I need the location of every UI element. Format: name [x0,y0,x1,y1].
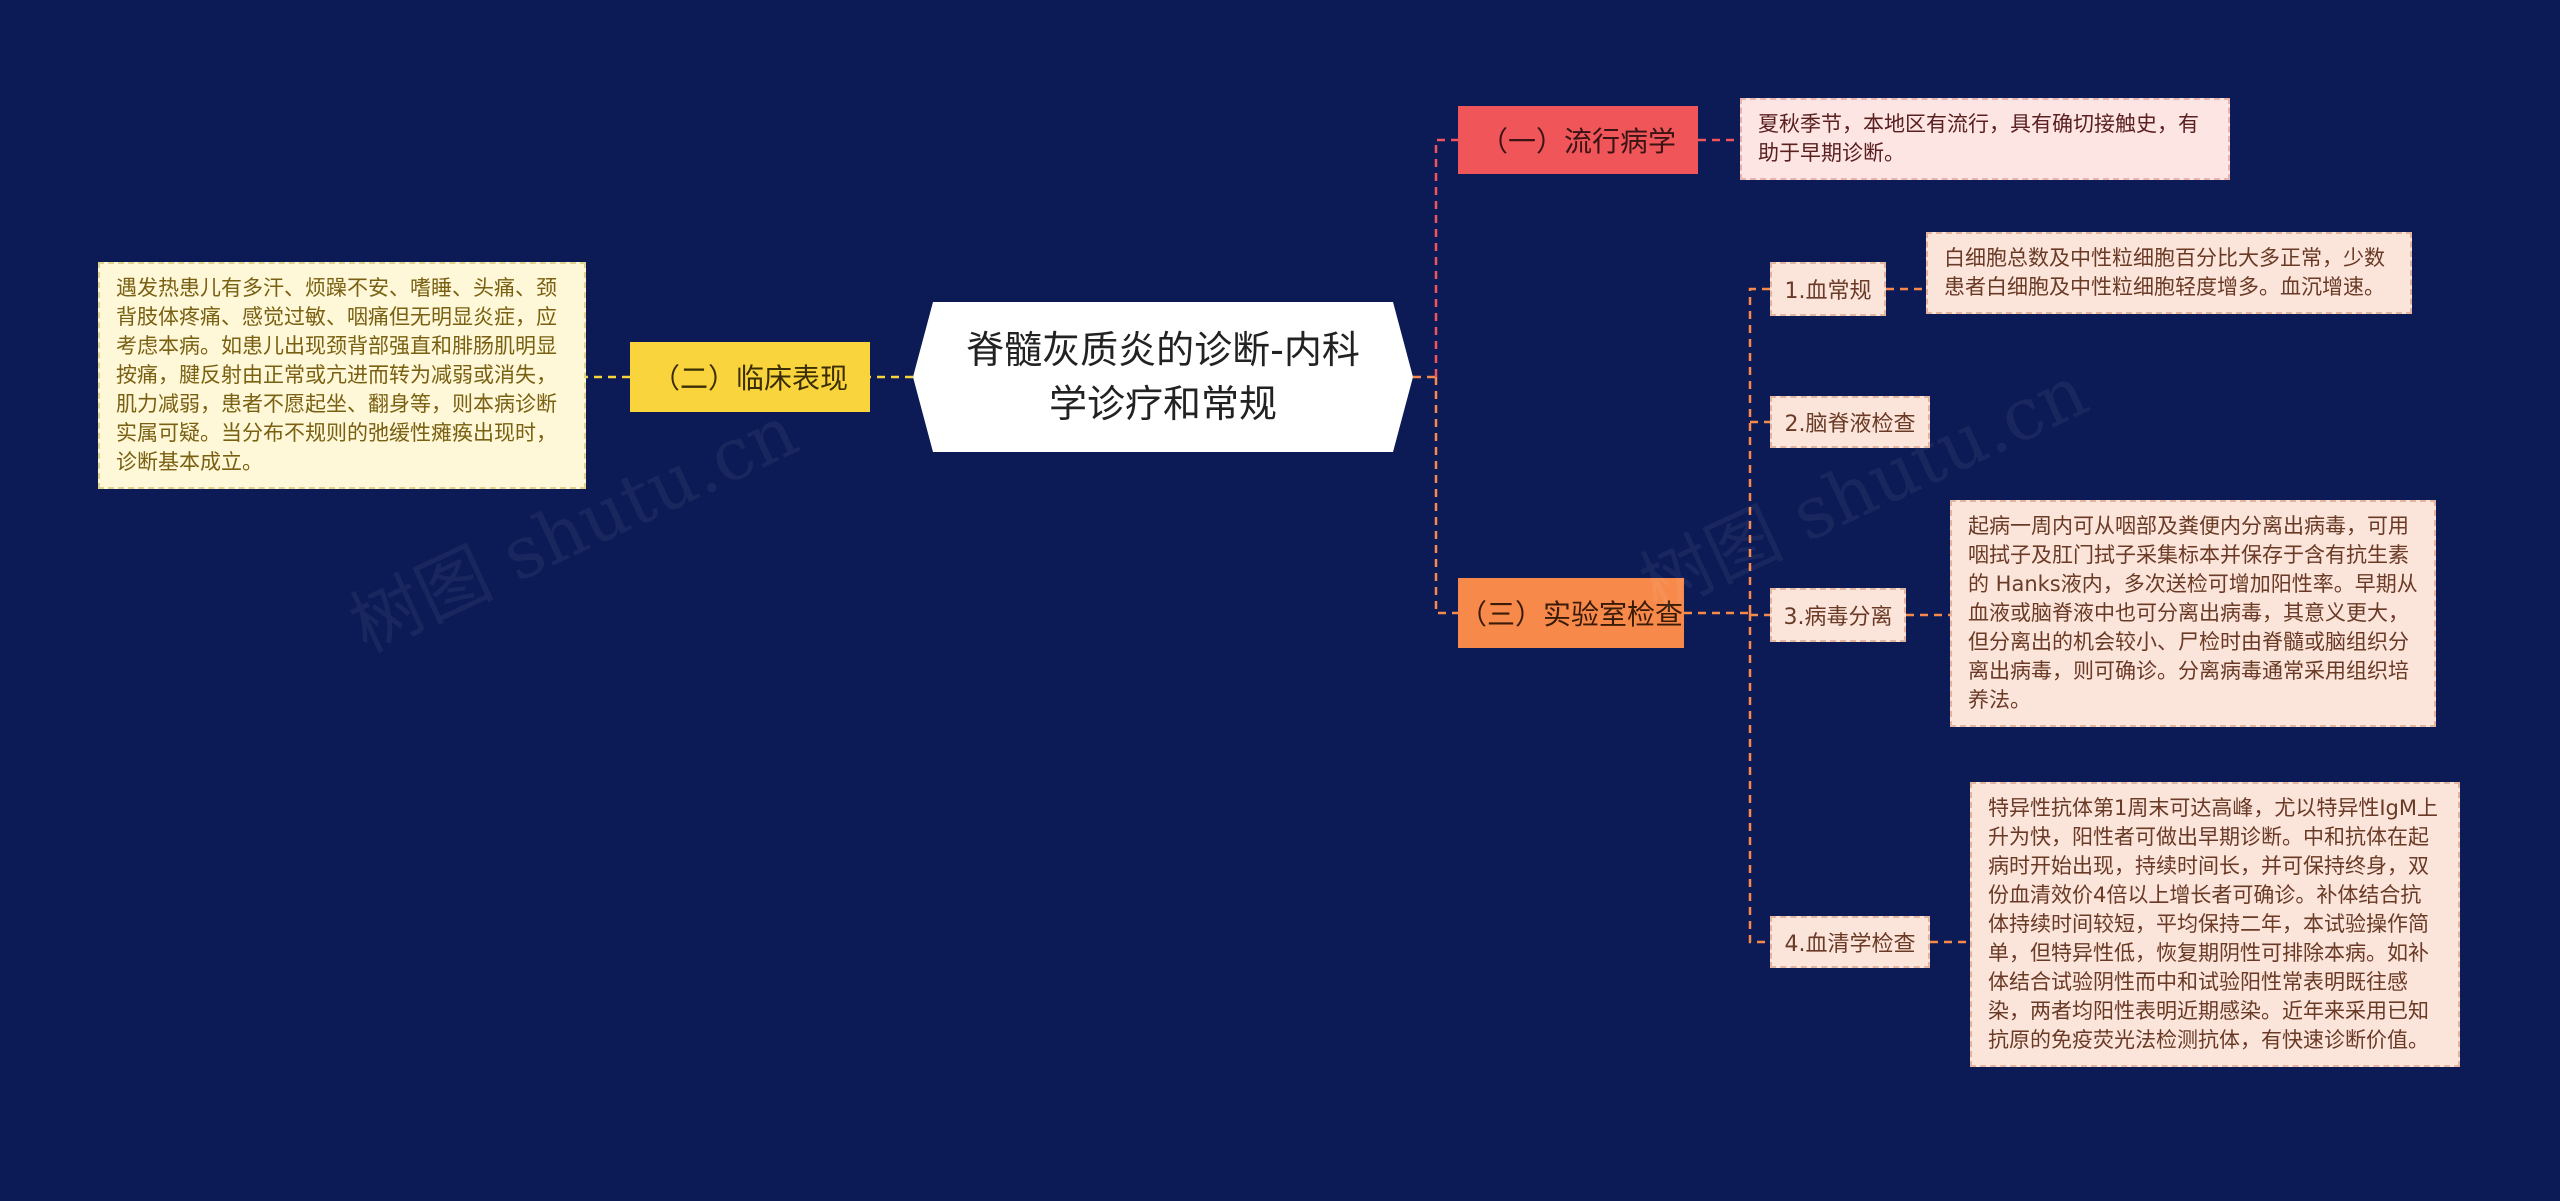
branch-lab[interactable]: （三）实验室检查 [1458,578,1684,648]
leaf-virus-isolation-text[interactable]: 起病一周内可从咽部及粪便内分离出病毒，可用咽拭子及肛门拭子采集标本并保存于含有抗… [1950,500,2436,727]
sub-virus-isolation[interactable]: 3.病毒分离 [1770,588,1906,642]
leaf-clinical-text[interactable]: 遇发热患儿有多汗、烦躁不安、嗜睡、头痛、颈背肢体疼痛、感觉过敏、咽痛但无明显炎症… [98,262,586,489]
connector-lab-sub4 [1748,613,1770,944]
leaf-epidemiology-text[interactable]: 夏秋季节，本地区有流行，具有确切接触史，有助于早期诊断。 [1740,98,2230,180]
connector-trunk-lab [1434,377,1458,615]
sub-blood-routine[interactable]: 1.血常规 [1770,262,1886,316]
leaf-serology-text[interactable]: 特异性抗体第1周末可达高峰，尤以特异性IgM上升为快，阳性者可做出早期诊断。中和… [1970,782,2460,1067]
root-topic[interactable]: 脊髓灰质炎的诊断-内科学诊疗和常规 [913,302,1413,452]
sub-serology[interactable]: 4.血清学检查 [1770,916,1930,968]
branch-clinical[interactable]: （二）临床表现 [630,342,870,412]
branch-epidemiology[interactable]: （一）流行病学 [1458,106,1698,174]
connector-lab-sub1 [1748,287,1770,613]
leaf-blood-routine-text[interactable]: 白细胞总数及中性粒细胞百分比大多正常，少数患者白细胞及中性粒细胞轻度增多。血沉增… [1926,232,2412,314]
sub-csf-exam[interactable]: 2.脑脊液检查 [1770,396,1930,448]
connector-trunk-epidemiology [1434,138,1458,377]
